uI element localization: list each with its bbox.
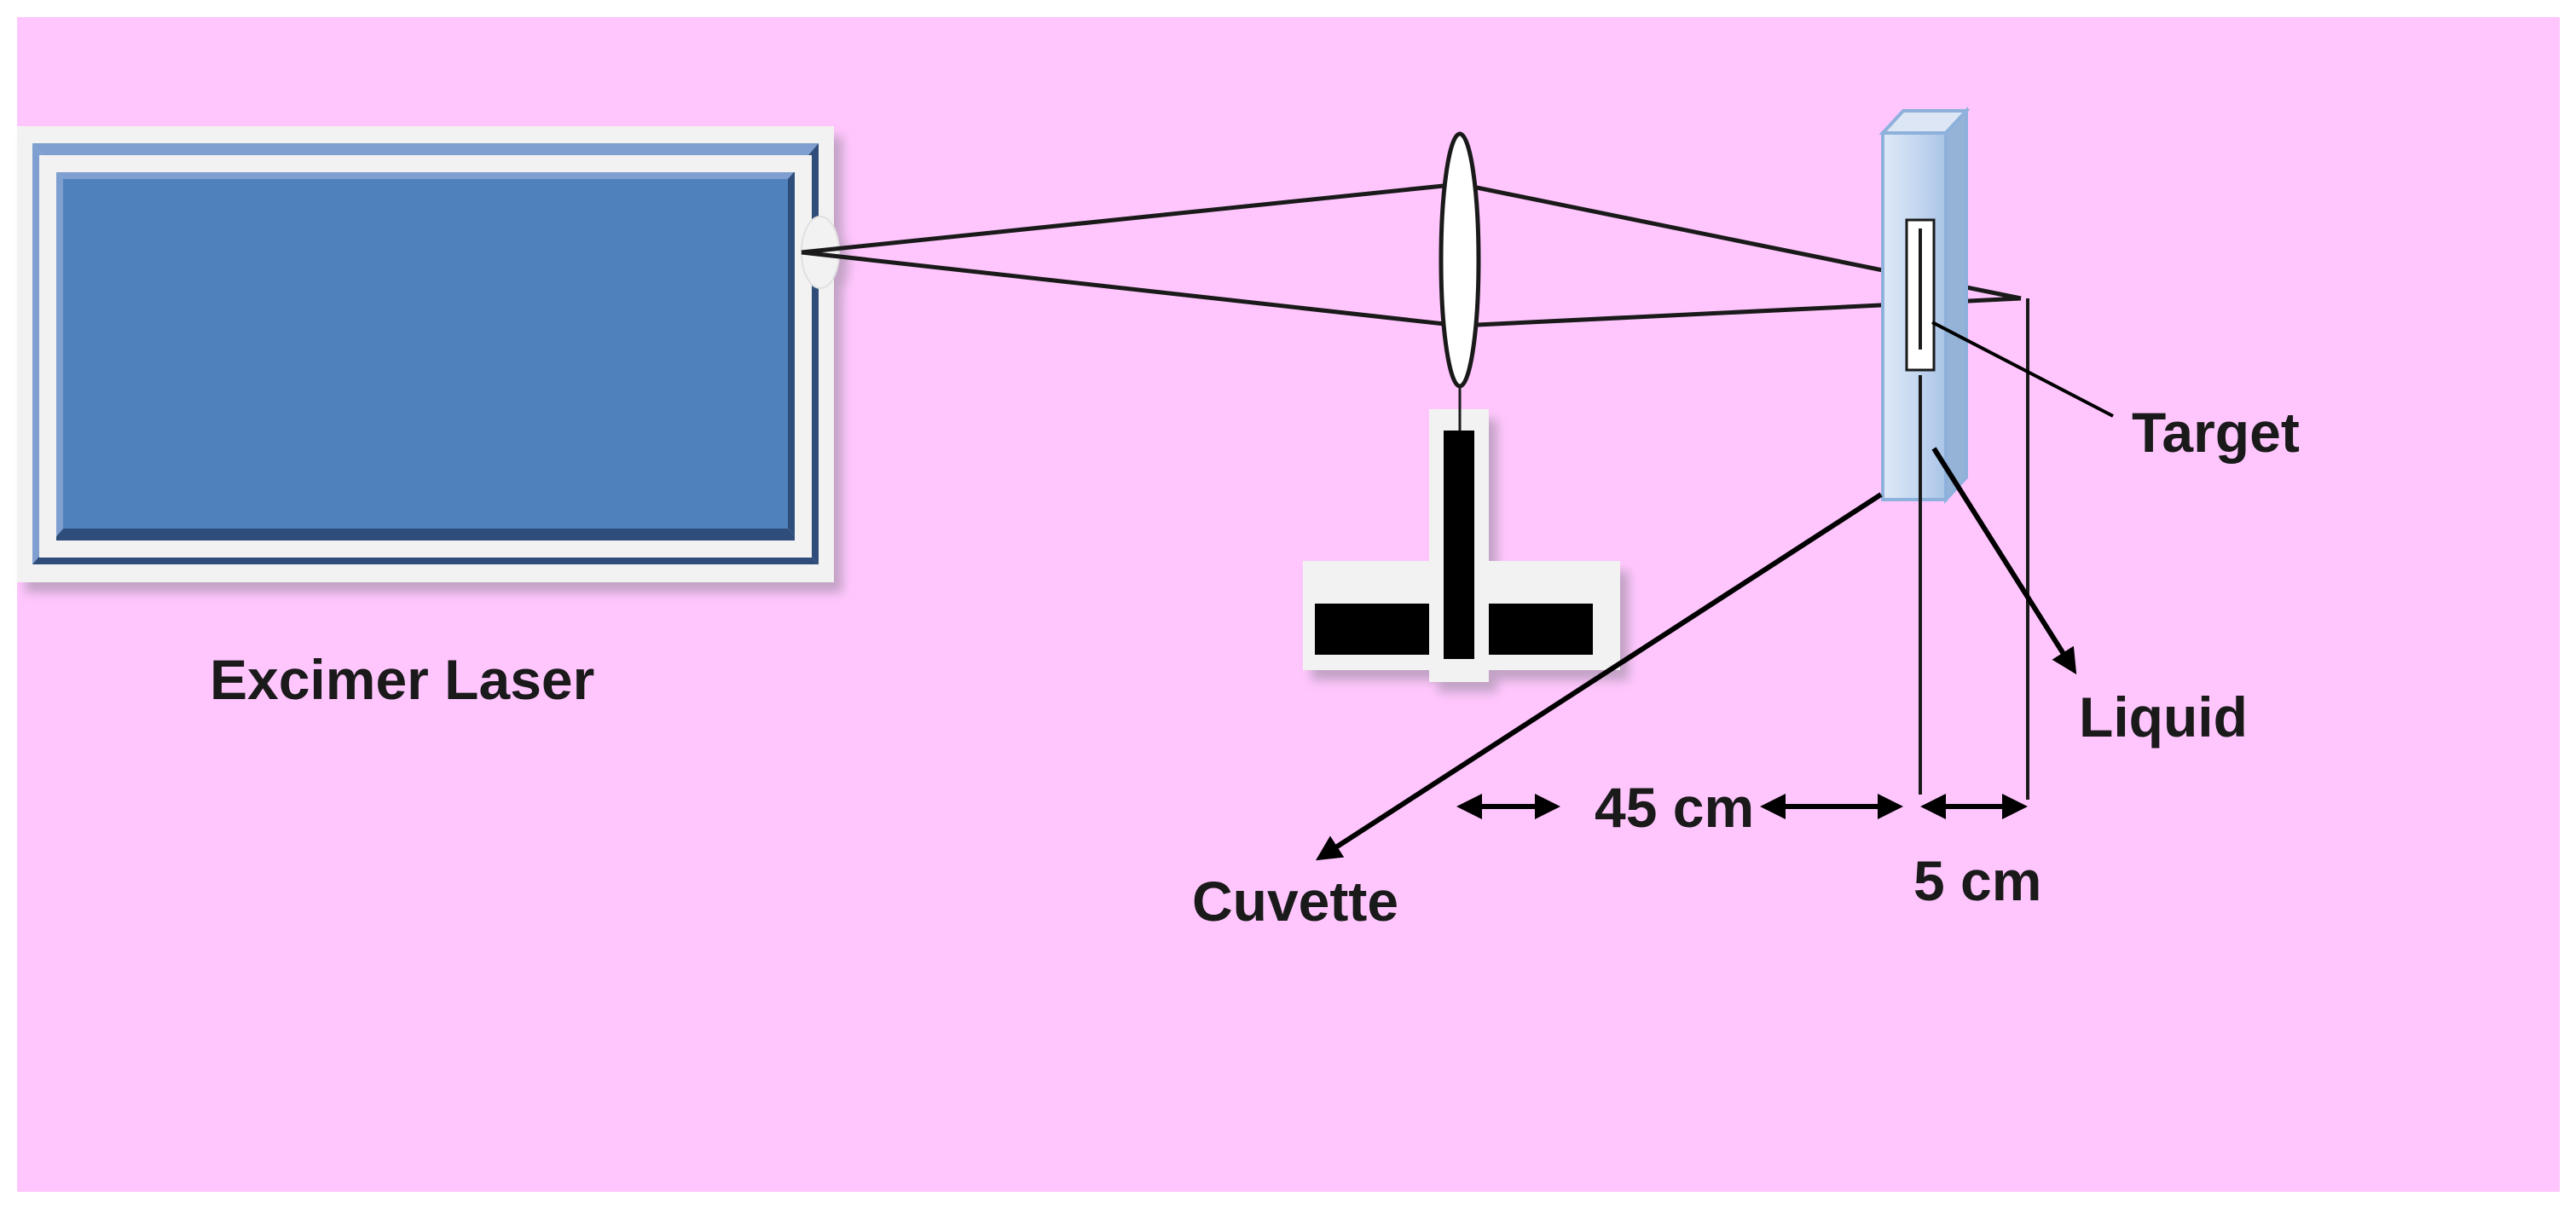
label-liquid: Liquid (2079, 685, 2248, 749)
laser-face (63, 179, 788, 529)
label-excimer-laser: Excimer Laser (210, 648, 594, 711)
cuvette-side (1944, 106, 1968, 505)
callouts (1315, 321, 2114, 861)
target-pointer (1931, 321, 2114, 418)
label-distance-45cm: 45 cm (1595, 776, 1754, 839)
label-distance-5cm: 5 cm (1913, 849, 2041, 912)
dimension-guides (1919, 298, 2029, 800)
label-cuvette: Cuvette (1192, 870, 1398, 933)
cuvette-arrow (1315, 492, 1883, 861)
excimer-laser (17, 126, 840, 582)
cuvette (1878, 106, 1971, 505)
focusing-lens (1439, 131, 1481, 389)
liquid-arrow (1931, 447, 2077, 675)
label-target: Target (2132, 401, 2300, 464)
lens-stand (1303, 409, 1620, 682)
